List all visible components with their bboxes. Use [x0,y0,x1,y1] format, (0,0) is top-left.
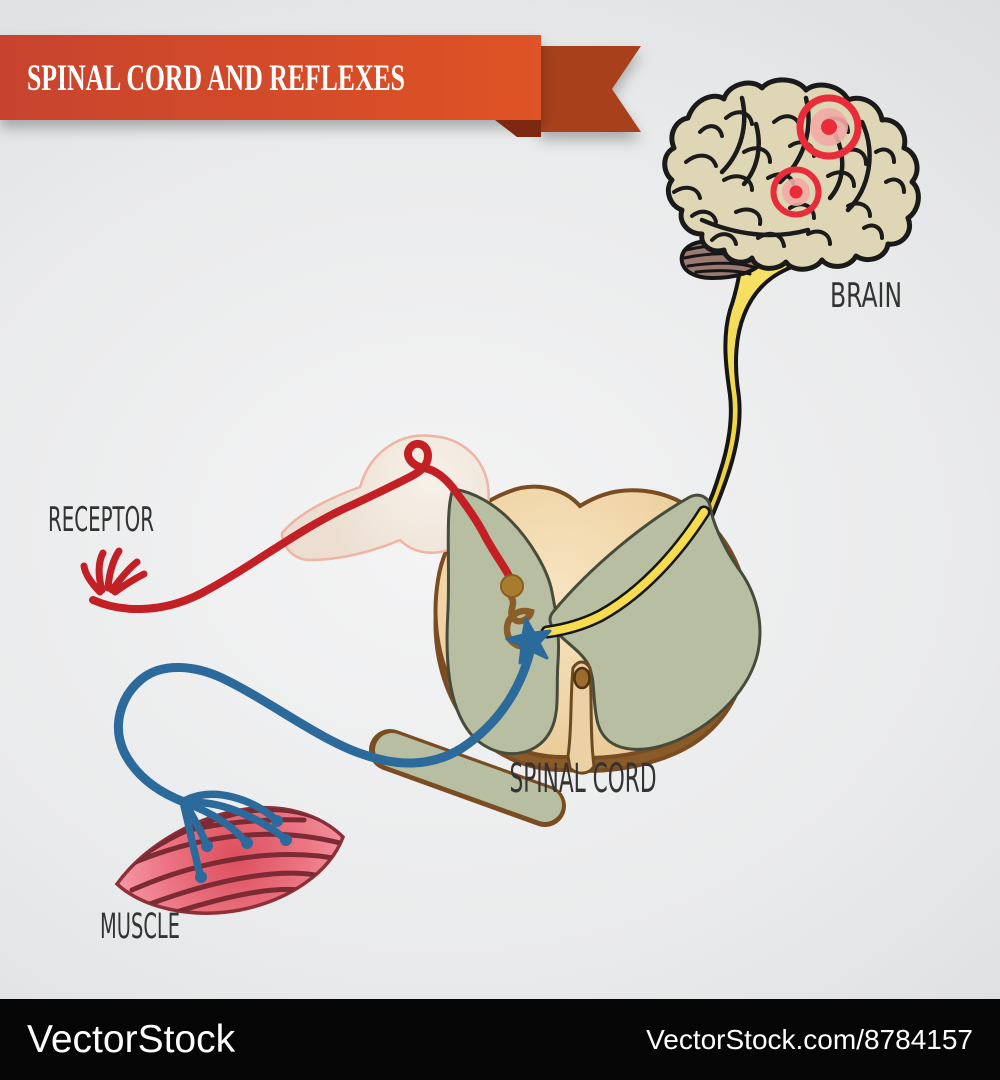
pain-target-icon-2 [770,166,822,218]
brain-illustration [662,77,921,272]
vectorstock-logo: VectorStock [27,1017,236,1061]
page-title: SPINAL CORD AND REFLEXES [27,58,405,99]
ascending-tract [540,505,711,639]
sensory-soma [500,574,524,598]
sensory-nerve [80,439,513,614]
gray-matter-right-wing [548,493,762,751]
motor-nerve [113,647,535,883]
motor-end-branches [180,790,288,878]
vectorstock-credit: VectorStock.com/8784157 [646,1023,973,1055]
motor-neuron-star [505,617,552,665]
gray-matter-left-horn [445,487,561,755]
pain-target-icon [796,94,862,160]
median-fissure [566,660,596,775]
sensory-axon [89,439,513,614]
brain-gyri-short [672,110,906,248]
brain-outline [662,77,921,272]
ribbon-band [0,35,541,120]
label-spinal-cord: SPINAL CORD [510,756,657,803]
motor-axon [113,647,535,808]
diagram-labels: BRAIN RECEPTOR SPINAL CORD MUSCLE [48,277,902,947]
gray-matter [445,487,762,755]
central-canal [573,666,591,690]
ribbon-tail [540,46,641,132]
label-brain: BRAIN [830,277,902,316]
ribbon-fold [495,120,541,137]
neuromuscular-junctions [195,815,292,883]
receptor-branches [80,547,148,596]
label-receptor: RECEPTOR [48,501,154,540]
brainstem [699,247,809,526]
title-ribbon: SPINAL CORD AND REFLEXES [0,35,641,137]
watermark-bar: VectorStock VectorStock.com/8784157 [0,999,1000,1080]
label-muscle: MUSCLE [100,906,180,947]
